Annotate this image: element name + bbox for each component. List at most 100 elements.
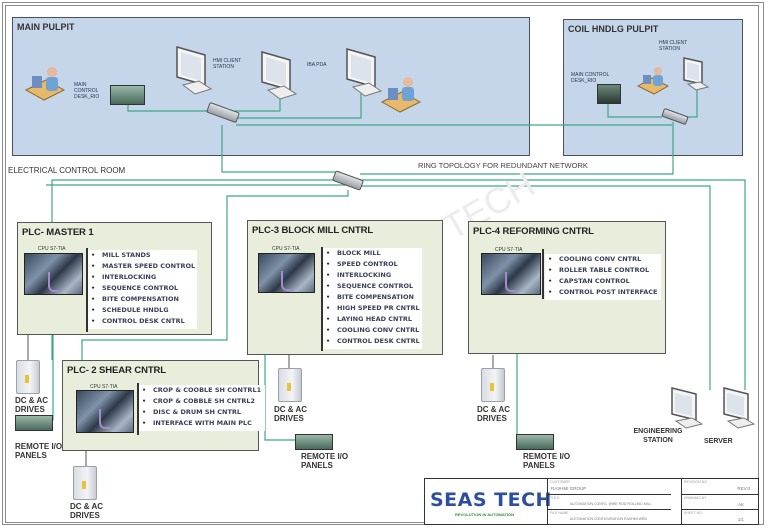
plc-2-shear-panel: PLC- 2 SHEAR CNTRL CPU S7-TIA CROP & COO…: [62, 360, 266, 451]
function-item: INTERLOCKING: [323, 270, 420, 281]
server-label: SERVER: [704, 438, 733, 445]
cpu-label: CPU S7-TIA: [38, 246, 66, 252]
revision-caption: REVISION NO: [684, 480, 707, 484]
function-item: BITE COMPENSATION: [88, 294, 195, 305]
title-caption: TITLE: [550, 496, 560, 500]
cpu-image-icon: [481, 253, 541, 295]
main-pulpit-title: MAIN PULPIT: [17, 22, 75, 32]
iba-label: IBA PDA: [307, 62, 327, 68]
function-item: DISC & DRUM SH CNTRL: [139, 407, 261, 418]
drive-cabinet-icon: [16, 360, 40, 394]
drive-cabinet-icon: [73, 466, 97, 500]
hmi-monitor-icon: [175, 45, 215, 100]
title-block: SEAS TECH REVOLUTION IN AUTOMATION CUSTO…: [424, 478, 759, 525]
divider: [137, 383, 139, 435]
title-value: AUTOMATION CONFG. WIRE ROD ROLLING MILL: [570, 502, 652, 506]
sheet-caption: SHEET NO: [684, 511, 702, 515]
company-tagline: REVOLUTION IN AUTOMATION: [455, 512, 515, 517]
function-item: CROP & COBBLE SH CNTRL2: [139, 396, 261, 407]
function-item: CONTROL DESK CNTRL: [323, 336, 420, 347]
cpu-label: CPU S7-TIA: [90, 384, 118, 390]
main-pulpit-panel: MAIN PULPIT: [12, 17, 530, 156]
drives-label: DC & AC DRIVES: [70, 502, 104, 520]
remote-io-label: REMOTE I/O PANELS: [301, 452, 349, 470]
coil-hmi-monitor-icon: [682, 56, 712, 97]
main-desk-rio-label: MAIN CONTROL DESK_RIO: [74, 82, 100, 100]
customer-value: RASHMI GROUP: [551, 486, 587, 491]
remote-io-icon: [516, 434, 554, 450]
link-switch-plc3: [81, 190, 349, 395]
function-list: MILL STANDS MASTER SPEED CONTROL INTERLO…: [88, 250, 198, 329]
function-list: COOLING CONV CNTRL ROLLER TABLE CONTROL …: [545, 254, 662, 300]
drive-cabinet-icon: [481, 368, 505, 402]
electrical-control-room-label: ELECTRICAL CONTROL ROOM: [8, 166, 126, 175]
link-plc3-rio: [264, 322, 300, 441]
plc-3-block-mill-panel: PLC-3 BLOCK MILL CNTRL CPU S7-TIA BLOCK …: [247, 220, 443, 355]
remote-io-label: REMOTE I/O PANELS: [523, 452, 571, 470]
operator-monitor-icon: [345, 47, 385, 102]
server-monitor-icon: [722, 386, 762, 437]
function-item: SPEED CONTROL: [323, 259, 420, 270]
operator-desk-icon-2: [380, 72, 422, 114]
cpu-image-icon: [258, 253, 315, 293]
coil-pulpit-title: COIL HNDLG PULPIT: [568, 24, 659, 34]
plc-title: PLC- MASTER 1: [22, 227, 94, 238]
main-desk-rio-icon: [110, 85, 145, 105]
coil-desk-rio-label: MAIN CONTROL DESK_RIO: [571, 72, 610, 84]
link-rio-switch: [127, 102, 212, 112]
drawn-by-value: AK: [737, 502, 744, 507]
cpu-image-icon: [24, 253, 83, 295]
filename-value: AUTOMATION CONFIGURATION RASHMI WRD: [570, 517, 647, 521]
function-list: CROP & COOBLE SH CONTRL1 CROP & COBBLE S…: [139, 385, 266, 431]
function-item: CONTROL DESK CNTRL: [88, 316, 195, 327]
function-list: BLOCK MILL SPEED CONTROL INTERLOCKING SE…: [323, 248, 422, 349]
function-item: COOLING CONV CNTRL: [323, 325, 420, 336]
divider: [86, 248, 88, 332]
divider: [542, 249, 544, 299]
function-item: MILL STANDS: [88, 250, 195, 261]
iba-monitor-icon: [260, 50, 300, 105]
remote-io-icon: [295, 434, 333, 450]
function-item: CROP & COOBLE SH CONTRL1: [139, 385, 261, 396]
function-item: INTERFACE WITH MAIN PLC: [139, 418, 261, 429]
plc-title: PLC-3 BLOCK MILL CNTRL: [252, 225, 374, 236]
function-item: HIGH SPEED PR CNTRL: [323, 303, 420, 314]
main-hmi-label: HMI CLIENT STATION: [213, 58, 242, 70]
function-item: ROLLER TABLE CONTROL: [545, 265, 657, 276]
engineering-station-monitor-icon: [670, 386, 710, 437]
coil-desk-rio-icon: [597, 84, 621, 104]
link-main-switch-ring: [221, 125, 340, 173]
company-logo: SEAS TECH: [430, 489, 552, 511]
function-item: LAYING HEAD CNTRL: [323, 314, 420, 325]
coil-operator-icon: [636, 64, 670, 96]
drives-label: DC & AC DRIVES: [477, 405, 511, 423]
engineering-station-label: ENGINEERING STATION: [633, 428, 683, 444]
drives-label: DC & AC DRIVES: [274, 405, 308, 423]
function-item: SEQUENCE CONTROL: [88, 283, 195, 294]
link-coil-rio: [607, 102, 662, 118]
revision-value: REV.0: [737, 486, 750, 491]
function-item: CAPSTAN CONTROL: [545, 276, 657, 287]
function-item: SEQUENCE CONTROL: [323, 281, 420, 292]
remote-io-icon: [15, 415, 53, 431]
plc-4-reforming-panel: PLC-4 REFORMING CNTRL CPU S7-TIA COOLING…: [468, 221, 666, 354]
link-iba-switch: [236, 90, 362, 119]
cpu-label: CPU S7-TIA: [495, 247, 523, 253]
plc-title: PLC-4 REFORMING CNTRL: [473, 226, 594, 237]
link-coil-ring: [360, 122, 674, 175]
sheet-value: 1/1: [737, 517, 744, 522]
plc-title: PLC- 2 SHEAR CNTRL: [67, 365, 167, 376]
filename-caption: FILE NAME: [550, 511, 569, 515]
divider: [321, 247, 323, 351]
function-item: SCHEDULE HNDLG: [88, 305, 195, 316]
function-item: MASTER SPEED CONTROL: [88, 261, 195, 272]
coil-hmi-label: HMI CLIENT STATION: [659, 40, 688, 52]
function-item: CONTROL POST INTERFACE: [545, 287, 657, 298]
link-plc-top: [360, 185, 711, 390]
cpu-label: CPU S7-TIA: [272, 246, 300, 252]
drawn-by-caption: DRAWING BY: [684, 496, 707, 500]
function-item: BLOCK MILL: [323, 248, 420, 259]
customer-caption: CUSTOMER: [550, 480, 570, 484]
